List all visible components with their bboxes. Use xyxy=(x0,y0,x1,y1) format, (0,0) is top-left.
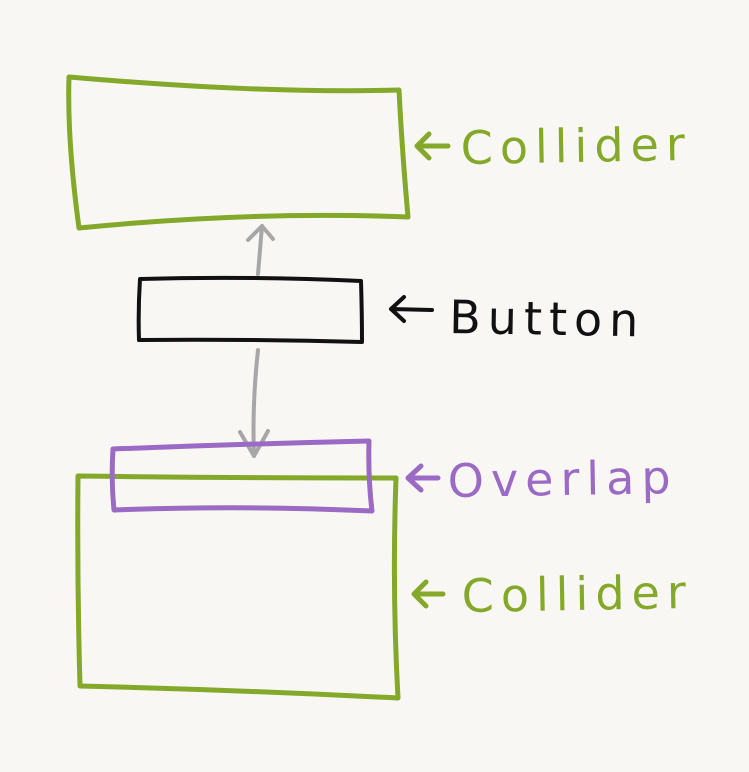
bottom-collider-box xyxy=(75,473,401,701)
overlap-left-arrow-icon xyxy=(405,463,441,493)
overlap-label: Overlap xyxy=(447,450,678,508)
top-collider-box xyxy=(66,74,411,231)
overlap-box xyxy=(109,438,375,514)
top-collider-left-arrow-icon xyxy=(414,131,451,161)
down-motion-arrow-icon xyxy=(238,348,270,458)
bottom-collider-left-arrow-icon xyxy=(411,579,446,609)
top-collider-label: Collider xyxy=(460,117,692,175)
up-motion-arrow-icon xyxy=(246,224,275,276)
button-box xyxy=(136,275,364,344)
button-left-arrow-icon xyxy=(389,295,434,323)
bottom-collider-label: Collider xyxy=(461,565,693,623)
button-label: Button xyxy=(449,290,646,347)
